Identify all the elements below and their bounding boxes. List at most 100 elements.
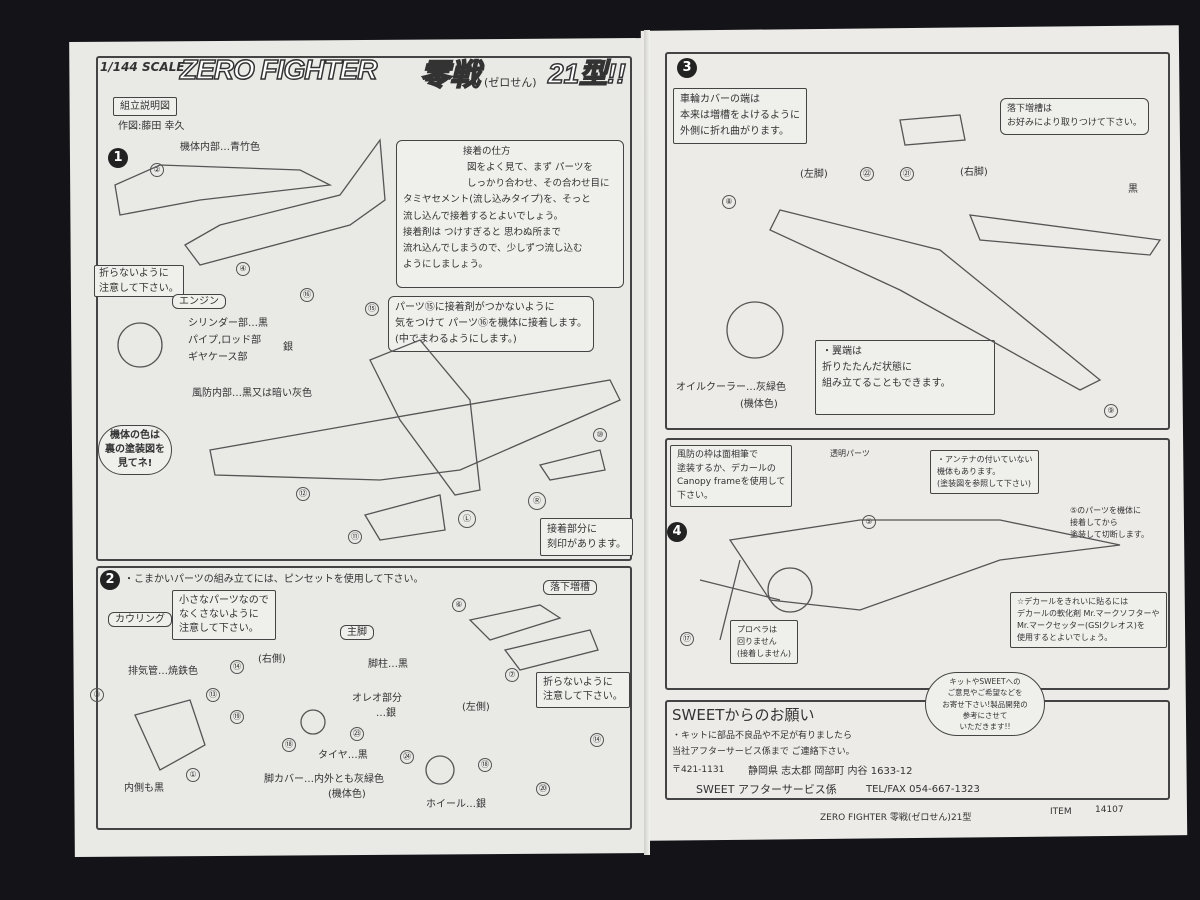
author: 作図:藤田 幸久 [118,121,185,132]
antenna-note: ・アンテナの付いていない機体もあります。 (塗装図を参照して下さい) [930,450,1040,494]
exhaust-color: 排気管…焼鉄色 [128,666,198,677]
note-line: お好みにより取りつけて下さい。 [1007,118,1142,129]
part-label: ③ [90,688,104,702]
title-reading: (ゼロせん) [484,76,537,89]
caution-line: 折らないように [99,268,169,279]
engine-item: ギヤケース部 [188,352,248,363]
title-jp: 零戦 [419,58,481,93]
glue-line: タミヤセメント(流し込みタイプ)を、そっと [403,194,591,206]
drop-tank-drawing [468,604,599,671]
final-aircraft-drawing [728,519,1121,611]
engine-drawing [117,322,163,368]
step4-panel [665,438,1170,690]
part-label: ⑰ [680,632,694,646]
wingtip-note: ・翼端は折りたたんだ状態に組み立てることもできます。 [815,340,995,415]
note-line: 塗装して切断します。 [1070,530,1149,539]
engine-item: シリンダー部…黒 [188,318,268,329]
phone: TEL/FAX 054-667-1323 [866,784,980,795]
note-line: 接着部分に [547,524,597,535]
note-line: (塗装図を参照して下さい) [937,479,1032,488]
part-label: ⑥ [452,598,466,612]
part-label: ⑦ [505,668,519,682]
interior-color: 機体内部…青竹色 [180,142,260,153]
note-line: 風防の枠は面相筆で [677,450,759,460]
part5-note: ⑤のパーツを機体に接着してから塗装して切断します。 [1070,505,1149,541]
item-label: ITEM [1050,807,1072,817]
note-line: 回りません [737,637,777,646]
note-line: Mr.マークセッター(GSIクレオス)を [1017,621,1145,630]
glue-line: 接着剤は つけすぎると 思わぬ所まで [403,226,562,238]
note-line: 小さなパーツなので [179,595,269,606]
part-label: ⑱ [282,738,296,752]
service-dept: SWEET アフターサービス係 [696,783,837,796]
note-line: なくさないように [179,609,259,620]
note-line: パーツ⑮に接着剤がつかないように [395,302,555,313]
clear-parts: 透明パーツ [830,449,870,458]
aircraft-wing-drawing [769,209,1162,391]
note-line: 塗装するか、デカールの [677,463,776,474]
part-label: ㉓ [350,727,364,741]
part-label: ⑳ [536,782,550,796]
note-line: ☆デカールをきれいに貼るには [1017,597,1129,606]
part-label: ④ [236,262,250,276]
left-leg: (左脚) [800,169,828,180]
wing-drawing [209,379,621,481]
feedback-bubble: キットやSWEETへのご意見やご希望などをお寄せ下さい!製品開発の参考にさせてい… [925,672,1045,737]
note-line: 注意して下さい。 [543,691,623,702]
cowling-drawing [134,699,206,771]
note-line: 外側に折れ曲がります。 [680,126,789,137]
drop-tank-label: 落下増槽 [543,580,597,595]
note-line: デカールの軟化剤 Mr.マークソフターや [1017,609,1160,618]
black-color: 黒 [1128,184,1138,195]
note-line: 折らないように [543,677,613,688]
strut-color: 脚柱…黒 [368,659,408,670]
cowling-label: カウリング [108,612,172,627]
glue-title: 接着の仕方 [463,146,511,157]
inner-color: 内側も黒 [124,783,164,794]
note-line: ・アンテナの付いていない [937,455,1033,464]
part-label: Ⓡ [528,492,546,510]
step2-number: 2 [100,570,120,590]
sweet-request-panel [665,700,1170,800]
sweet-line: ・キットに部品不良品や不足が有りましたら [672,731,853,741]
part-label: ⑫ [296,487,310,501]
note-line: 接着してから [1070,518,1118,527]
footer-name: ZERO FIGHTER 零戦(ゼロせん)21型 [820,813,972,823]
part-label: ⑭ [230,660,244,674]
part-label: ⑲ [230,710,244,724]
speech-line: 機体の色は [110,430,160,441]
part-label: ⑯ [300,288,314,302]
glue-line: 流れ込んでしまうので、少しずつ流し込む [403,242,583,254]
speech-line: ご意見やご希望などを [947,688,1023,698]
speech-line: キットやSWEETへの [949,677,1021,686]
speech-line: いただきます!! [959,722,1011,731]
note-line: 機体もあります。 [937,467,1001,476]
note-line: ⑤のパーツを機体に [1070,506,1142,515]
glue-instructions: 接着の仕方 図をよく見て、まず パーツを しっかり合わせ、その合わせ目に タミヤ… [396,140,624,288]
glue-line: 図をよく見て、まず パーツを [467,162,593,174]
note-line: 注意して下さい。 [179,623,259,634]
part-label: ⑧ [722,195,736,209]
part-label: ② [150,163,164,177]
title-type: 21型!! [547,57,626,90]
glue-line: 流し込んで接着するとよいでしょう。 [403,210,564,222]
tank-note: 折らないように注意して下さい。 [536,672,630,708]
oil-cooler: (機体色) [740,399,778,410]
part-label: ㉒ [860,167,874,181]
note-line: Canopy frameを使用して [677,477,786,487]
propeller-note: プロペラは回りません(接着しません) [730,620,799,664]
part-label: ⑩ [593,428,607,442]
doc-label: 組立説明図 [113,97,177,116]
note-line: 落下増槽は [1007,104,1053,114]
part-label: ⑪ [348,530,362,544]
part-label: ⑮ [365,302,379,316]
part-label: ⑤ [862,515,876,529]
part-label: ㉑ [900,167,914,181]
note-line: 刻印があります。 [547,539,626,550]
note-line: プロペラは [737,625,777,634]
right-side: (右側) [258,654,286,665]
tire-color: タイヤ…黒 [318,750,368,761]
note-line: 折りたたんだ状態に [822,362,912,373]
canopy-interior: 風防内部…黒又は暗い灰色 [192,388,312,399]
